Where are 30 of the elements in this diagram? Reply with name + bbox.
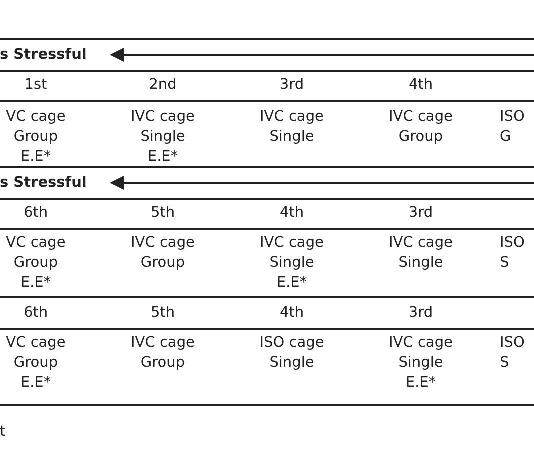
table-cell-text: VC cage Group E.E* — [5, 234, 67, 293]
rank-label: 6th — [22, 304, 50, 323]
table-cell-text: IVC cage Group — [130, 234, 196, 273]
table-cell-text: ISO G — [500, 108, 526, 147]
rank-label: 3rd — [278, 76, 306, 95]
row-heading: s Stressful — [0, 46, 87, 65]
table-cell-text: IVC cage Single E.E* — [388, 334, 454, 393]
rank-label: 5th — [150, 304, 176, 323]
rank-label: 6th — [22, 204, 50, 223]
table-cell-text: ISO S — [500, 334, 526, 373]
table-cell-text: IVC cage Single — [388, 234, 454, 273]
rank-label: 4th — [408, 76, 434, 95]
rank-label: 4th — [278, 204, 306, 223]
rank-label: 5th — [150, 204, 176, 223]
rank-label: 2nd — [148, 76, 178, 95]
row-heading: s Stressful — [0, 174, 87, 193]
table-cell-text: VC cage Group E.E* — [5, 334, 67, 393]
table-cell-text: IVC cage Single E.E* — [259, 234, 325, 293]
footnote-text: t — [0, 423, 6, 442]
rank-label: 3rd — [408, 304, 434, 323]
table-cell-text: VC cage Group E.E* — [5, 108, 67, 167]
table-cell-text: IVC cage Group — [130, 334, 196, 373]
rank-label: 4th — [278, 304, 306, 323]
table-cell-text: IVC cage Single E.E* — [130, 108, 196, 167]
rank-label: 3rd — [408, 204, 434, 223]
table-cell-text: IVC cage Group — [388, 108, 454, 147]
rank-label: 1st — [24, 76, 48, 95]
table-cell-text: ISO S — [500, 234, 526, 273]
table-cell-text: IVC cage Single — [259, 108, 325, 147]
table-cell-text: ISO cage Single — [258, 334, 326, 373]
